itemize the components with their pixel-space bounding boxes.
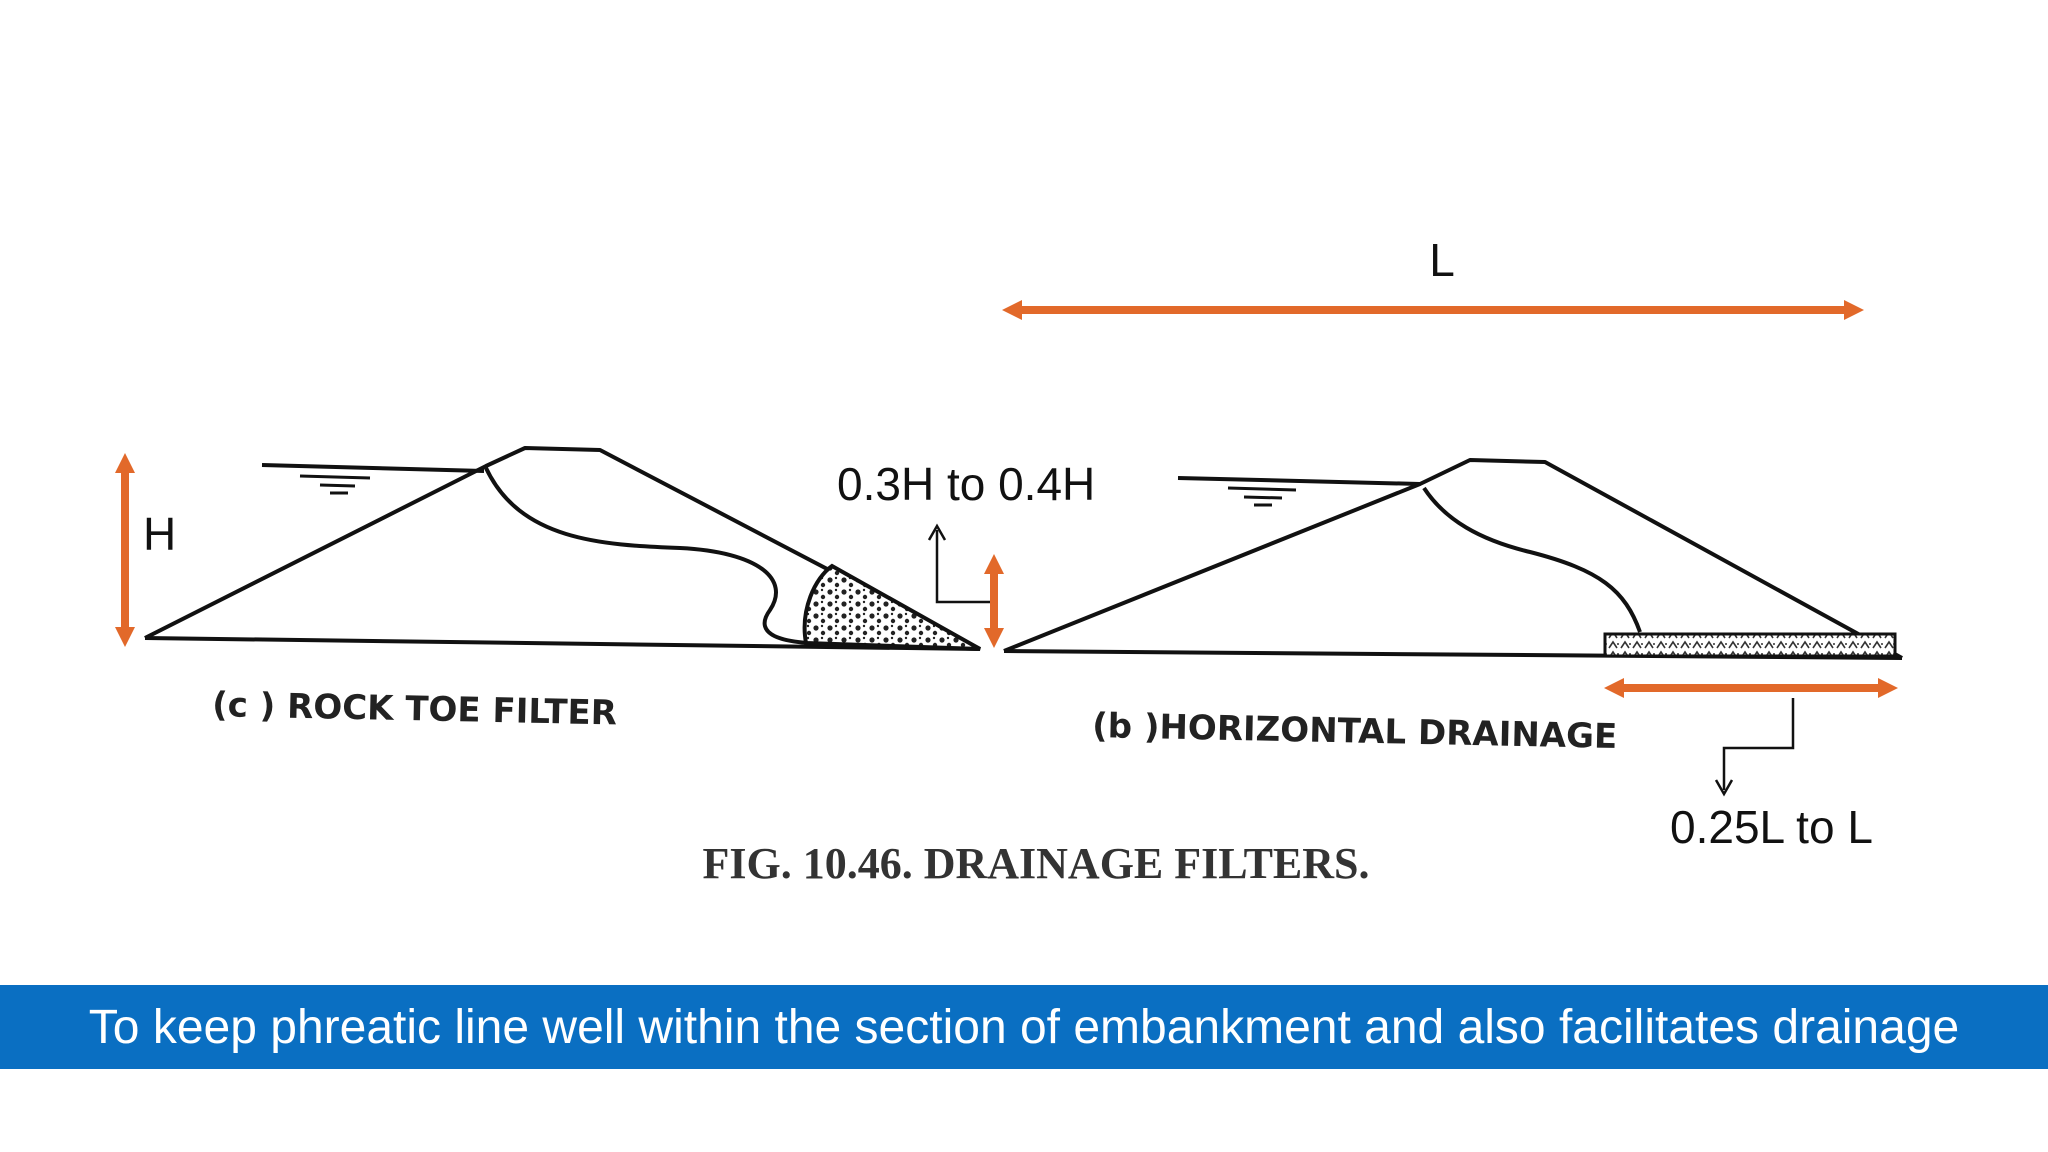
left-reservoir-surface xyxy=(261,463,485,473)
left-water-mark xyxy=(299,474,371,495)
summary-banner: To keep phreatic line well within the se… xyxy=(0,985,2048,1069)
right-caption: (b )HORIZONTAL DRAINAGE xyxy=(1092,706,1618,757)
right-phreatic-line xyxy=(1422,486,1642,633)
left-caption: (c ) ROCK TOE FILTER xyxy=(212,685,618,733)
rock-toe-dam xyxy=(144,446,981,651)
drain-length-leader xyxy=(1722,698,1795,790)
rock-toe-height-arrow xyxy=(984,554,1004,648)
left-phreatic-line xyxy=(484,467,807,645)
rock-toe-filter xyxy=(802,563,981,651)
dimension-L-arrow xyxy=(1002,300,1864,320)
label-L: L xyxy=(1429,234,1455,286)
label-drain-length: 0.25L to L xyxy=(1670,801,1873,853)
left-dam-upstream-slope xyxy=(144,446,981,651)
right-water-mark xyxy=(1227,486,1297,507)
drain-length-arrow xyxy=(1604,678,1898,698)
horizontal-drain-blanket xyxy=(1603,632,1897,658)
right-dam-upstream-slope xyxy=(1003,458,1903,660)
label-rock-toe-height: 0.3H to 0.4H xyxy=(837,458,1095,510)
rock-toe-leader xyxy=(935,530,990,604)
summary-banner-text: To keep phreatic line well within the se… xyxy=(88,1000,1960,1054)
dimension-H-arrow xyxy=(115,453,135,647)
label-H: H xyxy=(143,508,176,560)
figure-title: FIG. 10.46. DRAINAGE FILTERS. xyxy=(702,839,1369,888)
left-dam-base xyxy=(144,636,981,651)
horizontal-drainage-dam xyxy=(1003,458,1903,660)
leader-lines xyxy=(927,523,1795,797)
right-reservoir-surface xyxy=(1177,476,1421,486)
rock-toe-leader-arrowhead xyxy=(927,523,947,541)
drain-length-leader-arrowhead xyxy=(1714,779,1734,797)
dimension-arrows xyxy=(115,300,1898,698)
